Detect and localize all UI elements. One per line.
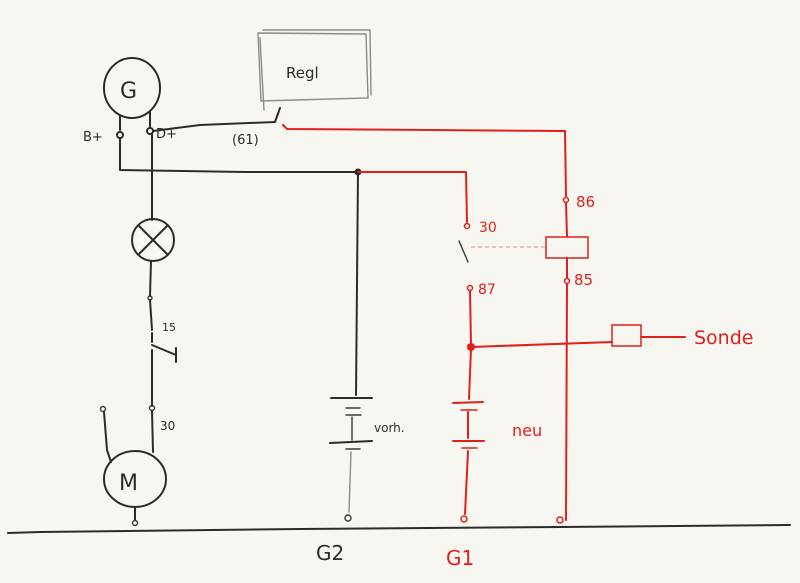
term-30-left-label: 30 xyxy=(160,419,175,433)
charge-lamp-symbol xyxy=(131,218,175,262)
switch-upper-lead xyxy=(149,299,153,331)
relay-switch-blade xyxy=(458,240,469,263)
d-plus-to-regulator-wire xyxy=(152,107,281,132)
term-85-label: 85 xyxy=(574,271,593,289)
b-plus-main-bus xyxy=(119,137,359,173)
regulator-label: Regl xyxy=(286,64,319,82)
new-battery-label: neu xyxy=(512,421,542,440)
term-30-relay-label: 30 xyxy=(479,220,497,236)
motor-label: M xyxy=(119,471,138,496)
relay-87-terminal xyxy=(466,284,474,292)
relay-output-wire xyxy=(469,290,472,346)
new-battery-ground-wire xyxy=(464,450,469,515)
ignition-switch-contact xyxy=(151,332,177,363)
coil-ground-terminal xyxy=(556,516,564,524)
b-plus-label: B+ xyxy=(83,130,103,145)
term-15-label: 15 xyxy=(162,321,176,334)
new-battery-positive-wire xyxy=(468,348,472,400)
sensor-label: Sonde xyxy=(694,327,753,349)
switch-to-motor-wire xyxy=(151,410,154,453)
coil-85-terminal xyxy=(563,277,571,285)
ground-g1-label: G1 xyxy=(446,546,474,570)
regulator-to-coil-wire xyxy=(282,124,567,197)
motor-side-lead xyxy=(103,411,112,463)
front-battery-symbol xyxy=(329,397,373,450)
term-87-label: 87 xyxy=(478,282,496,298)
front-battery-ground-wire xyxy=(348,451,352,513)
relay-coil xyxy=(545,236,589,259)
sensor-fuse-symbol xyxy=(611,324,642,347)
lamp-to-switch-wire xyxy=(149,260,152,297)
g1-ground-terminal xyxy=(460,515,468,523)
ground-g2-label: G2 xyxy=(316,541,344,565)
coil-86-terminal xyxy=(562,196,570,204)
regulator-box xyxy=(257,29,372,111)
front-battery-label: vorh. xyxy=(374,421,405,435)
motor-ground-terminal xyxy=(131,519,139,527)
coil-86-lead xyxy=(565,202,568,237)
generator-label: G xyxy=(120,79,137,104)
motor-side-terminal xyxy=(99,405,107,413)
term-61-label: (61) xyxy=(232,133,259,148)
ground-rail xyxy=(7,524,791,534)
relay-feed-wire xyxy=(357,171,468,223)
g2-ground-terminal xyxy=(344,514,352,522)
coil-ground-wire xyxy=(565,283,568,521)
relay-30-terminal xyxy=(463,222,471,230)
new-battery-symbol xyxy=(452,401,485,449)
front-battery-positive-wire xyxy=(355,171,359,396)
junction-to-sensor-wire xyxy=(470,341,613,348)
term-86-label: 86 xyxy=(576,193,595,211)
generator-symbol xyxy=(103,57,161,119)
